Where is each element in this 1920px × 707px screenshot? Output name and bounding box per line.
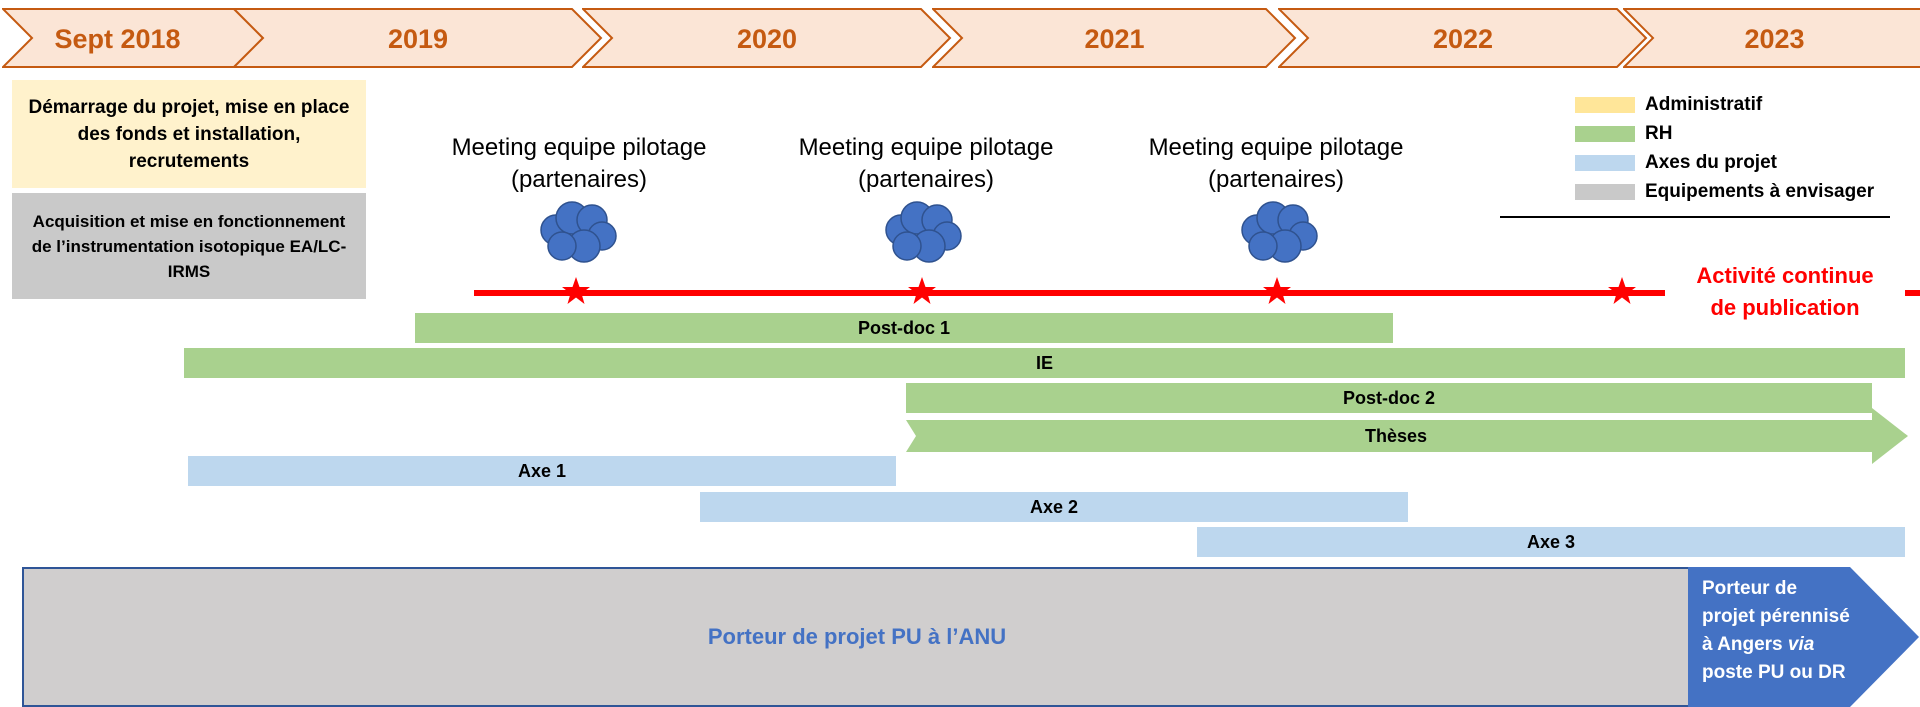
timeline-chevron-sept-2018: Sept 2018 bbox=[2, 8, 265, 68]
cloud-icon bbox=[540, 201, 617, 263]
bar-axe3: Axe 3 bbox=[1197, 527, 1905, 557]
bottom-arrow-line2: projet pérennisé bbox=[1702, 606, 1850, 627]
bar-axe1: Axe 1 bbox=[188, 456, 896, 486]
legend-swatch bbox=[1575, 97, 1635, 113]
meeting-line1: Meeting equipe pilotage bbox=[798, 134, 1054, 161]
admin-box: Démarrage du projet, mise en place des f… bbox=[12, 80, 366, 188]
meeting-line1: Meeting equipe pilotage bbox=[1148, 134, 1404, 161]
meeting-line1: Meeting equipe pilotage bbox=[451, 134, 707, 161]
meeting-label: Meeting equipe pilotage (partenaires) bbox=[766, 132, 1086, 196]
timeline-chevron-2019: 2019 bbox=[233, 8, 603, 68]
timeline-year-label: 2022 bbox=[1432, 24, 1494, 54]
bar-theses-arrow bbox=[906, 408, 1908, 464]
timeline-year-label: 2020 bbox=[736, 24, 798, 54]
legend-label: Administratif bbox=[1645, 94, 1763, 115]
meeting-label: Meeting equipe pilotage (partenaires) bbox=[419, 132, 739, 196]
publication-label: Activité continue de publication bbox=[1665, 260, 1905, 324]
star-icon bbox=[1263, 277, 1291, 304]
legend-item-administratif: Administratif bbox=[1575, 94, 1763, 115]
star-icon bbox=[562, 277, 590, 304]
publication-line2: de publication bbox=[1710, 295, 1860, 320]
timeline-year-label: 2021 bbox=[1084, 24, 1145, 54]
legend-swatch bbox=[1575, 155, 1635, 171]
timeline-chevron-2022: 2022 bbox=[1278, 8, 1648, 68]
equipment-box: Acquisition et mise en fonctionnement de… bbox=[12, 193, 366, 299]
bar-ie: IE bbox=[184, 348, 1905, 378]
bottom-arrow-line3: à Angers via bbox=[1702, 631, 1882, 659]
bar-theses-label: Thèses bbox=[1364, 425, 1428, 446]
publication-line bbox=[474, 290, 1920, 296]
meeting-line2: (partenaires) bbox=[1207, 166, 1345, 193]
bar-postdoc1: Post-doc 1 bbox=[415, 313, 1393, 343]
meeting-line2: (partenaires) bbox=[510, 166, 648, 193]
bottom-arrow-line1: Porteur de bbox=[1702, 578, 1798, 599]
legend-swatch bbox=[1575, 126, 1635, 142]
timeline-year-label: 2019 bbox=[387, 24, 449, 54]
bar-postdoc2: Post-doc 2 bbox=[906, 383, 1872, 413]
timeline-year-label: Sept 2018 bbox=[54, 24, 181, 54]
timeline-chevron-2020: 2020 bbox=[582, 8, 952, 68]
cloud-icon bbox=[885, 201, 962, 263]
legend-item-equipements: Equipements à envisager bbox=[1575, 181, 1875, 202]
star-icon bbox=[908, 277, 936, 304]
bottom-porteur-label: Porteur de projet PU à l’ANU bbox=[707, 624, 1007, 649]
publication-line1: Activité continue bbox=[1696, 263, 1874, 288]
timeline-chevron-2021: 2021 bbox=[932, 8, 1297, 68]
bottom-arrow-text: Porteur de projet pérennisé à Angers via… bbox=[1702, 575, 1882, 687]
legend-label: RH bbox=[1645, 123, 1673, 144]
bottom-arrow-line4: poste PU ou DR bbox=[1702, 662, 1846, 683]
meeting-label: Meeting equipe pilotage (partenaires) bbox=[1116, 132, 1436, 196]
bottom-arrow-line3-via: via bbox=[1787, 634, 1815, 655]
star-icon bbox=[1608, 277, 1636, 304]
meeting-line2: (partenaires) bbox=[857, 166, 995, 193]
bottom-arrow-line3-text: à Angers bbox=[1702, 634, 1788, 655]
legend-item-axes: Axes du projet bbox=[1575, 152, 1777, 173]
cloud-icon bbox=[1241, 201, 1318, 263]
legend-divider bbox=[1500, 216, 1890, 218]
legend-item-rh: RH bbox=[1575, 123, 1673, 144]
bottom-porteur-box: Porteur de projet PU à l’ANU bbox=[22, 567, 1692, 707]
bottom-arrow bbox=[1688, 567, 1919, 707]
legend-label: Equipements à envisager bbox=[1645, 181, 1875, 202]
legend-swatch bbox=[1575, 184, 1635, 200]
legend-label: Axes du projet bbox=[1645, 152, 1777, 173]
timeline-chevron-2023: 2023 bbox=[1623, 8, 1920, 68]
bar-axe2: Axe 2 bbox=[700, 492, 1408, 522]
timeline-year-label: 2023 bbox=[1744, 24, 1805, 54]
